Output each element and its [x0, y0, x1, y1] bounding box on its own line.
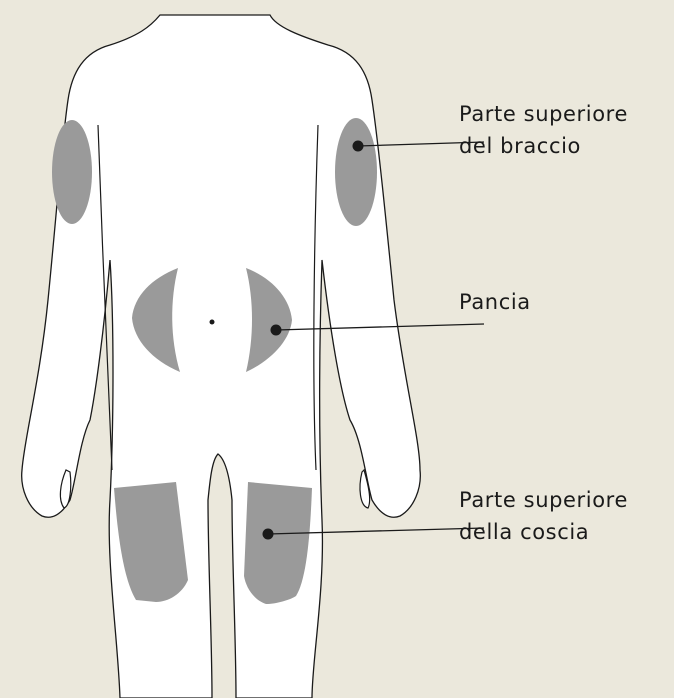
- navel: [210, 320, 215, 325]
- belly-callout-dot: [271, 325, 282, 336]
- upper-arm-label: Parte superiore del braccio: [459, 98, 628, 162]
- belly-label-line1: Pancia: [459, 286, 531, 318]
- left-upper-arm-zone: [52, 120, 92, 224]
- upper-thigh-label: Parte superiore della coscia: [459, 484, 628, 548]
- upper-thigh-label-line2: della coscia: [459, 516, 628, 548]
- arm-callout-dot: [353, 141, 364, 152]
- thigh-callout-dot: [263, 529, 274, 540]
- body-outline: [22, 15, 421, 698]
- upper-thigh-label-line1: Parte superiore: [459, 484, 628, 516]
- right-upper-arm-zone: [335, 118, 377, 226]
- upper-arm-label-line1: Parte superiore: [459, 98, 628, 130]
- belly-label: Pancia: [459, 286, 531, 318]
- upper-arm-label-line2: del braccio: [459, 130, 628, 162]
